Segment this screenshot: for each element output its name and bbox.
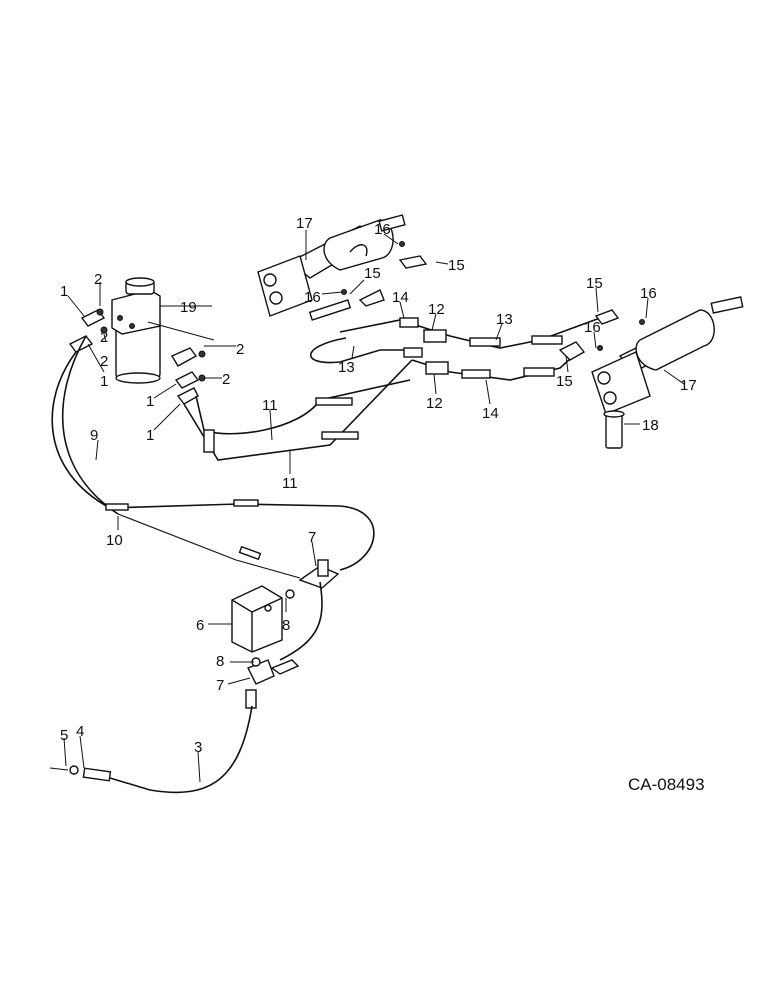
callout-13: 13	[496, 311, 513, 328]
callout-labels: 1 1 1 1 2 2 2 2 2 3 4 5 6 7 7 8 8 9 10 1…	[60, 215, 705, 794]
callout-15: 15	[364, 265, 381, 282]
callout-15: 15	[586, 275, 603, 292]
callout-13: 13	[338, 359, 355, 376]
callout-2: 2	[100, 329, 108, 346]
callout-17: 17	[296, 215, 313, 232]
tee-fittings-7	[245, 559, 340, 709]
callout-14: 14	[392, 289, 409, 306]
hose-11	[183, 359, 413, 461]
callout-1: 1	[146, 393, 154, 410]
callout-7: 7	[216, 677, 224, 694]
callout-7: 7	[308, 529, 316, 546]
callout-11: 11	[262, 397, 278, 414]
pin-part-18	[603, 410, 625, 449]
callout-16: 16	[374, 221, 391, 238]
hydraulic-cylinder-right	[558, 296, 744, 415]
callout-3: 3	[194, 739, 202, 756]
callout-15: 15	[448, 257, 465, 274]
callout-4: 4	[76, 723, 84, 740]
control-valve-part-19	[111, 277, 161, 384]
callout-16: 16	[304, 289, 321, 306]
callout-15: 15	[556, 373, 573, 390]
block-part-6	[231, 585, 283, 653]
callout-1: 1	[146, 427, 154, 444]
callout-19: 19	[180, 299, 197, 316]
callout-12: 12	[426, 395, 443, 412]
callout-8: 8	[282, 617, 290, 634]
callout-1: 1	[60, 283, 68, 300]
leader-lines	[63, 230, 685, 783]
callout-2: 2	[222, 371, 230, 388]
callout-5: 5	[60, 727, 68, 744]
hose-part-3	[49, 705, 253, 794]
callout-18: 18	[642, 417, 659, 434]
valve-fittings	[68, 308, 206, 405]
callout-17: 17	[680, 377, 697, 394]
callout-10: 10	[106, 532, 123, 549]
callout-9: 9	[90, 427, 98, 444]
callout-8: 8	[216, 653, 224, 670]
hydraulic-cylinder-upper	[257, 214, 428, 321]
callout-2: 2	[100, 353, 108, 370]
callout-16: 16	[640, 285, 657, 302]
callout-2: 2	[236, 341, 244, 358]
drawing-code: CA-08493	[628, 775, 705, 794]
hose-9-10	[51, 335, 375, 579]
callout-1: 1	[100, 373, 108, 390]
callout-6: 6	[196, 617, 204, 634]
callout-14: 14	[482, 405, 499, 422]
callout-11: 11	[282, 475, 298, 492]
callout-2: 2	[94, 271, 102, 288]
callout-16: 16	[584, 319, 601, 336]
callout-12: 12	[428, 301, 445, 318]
